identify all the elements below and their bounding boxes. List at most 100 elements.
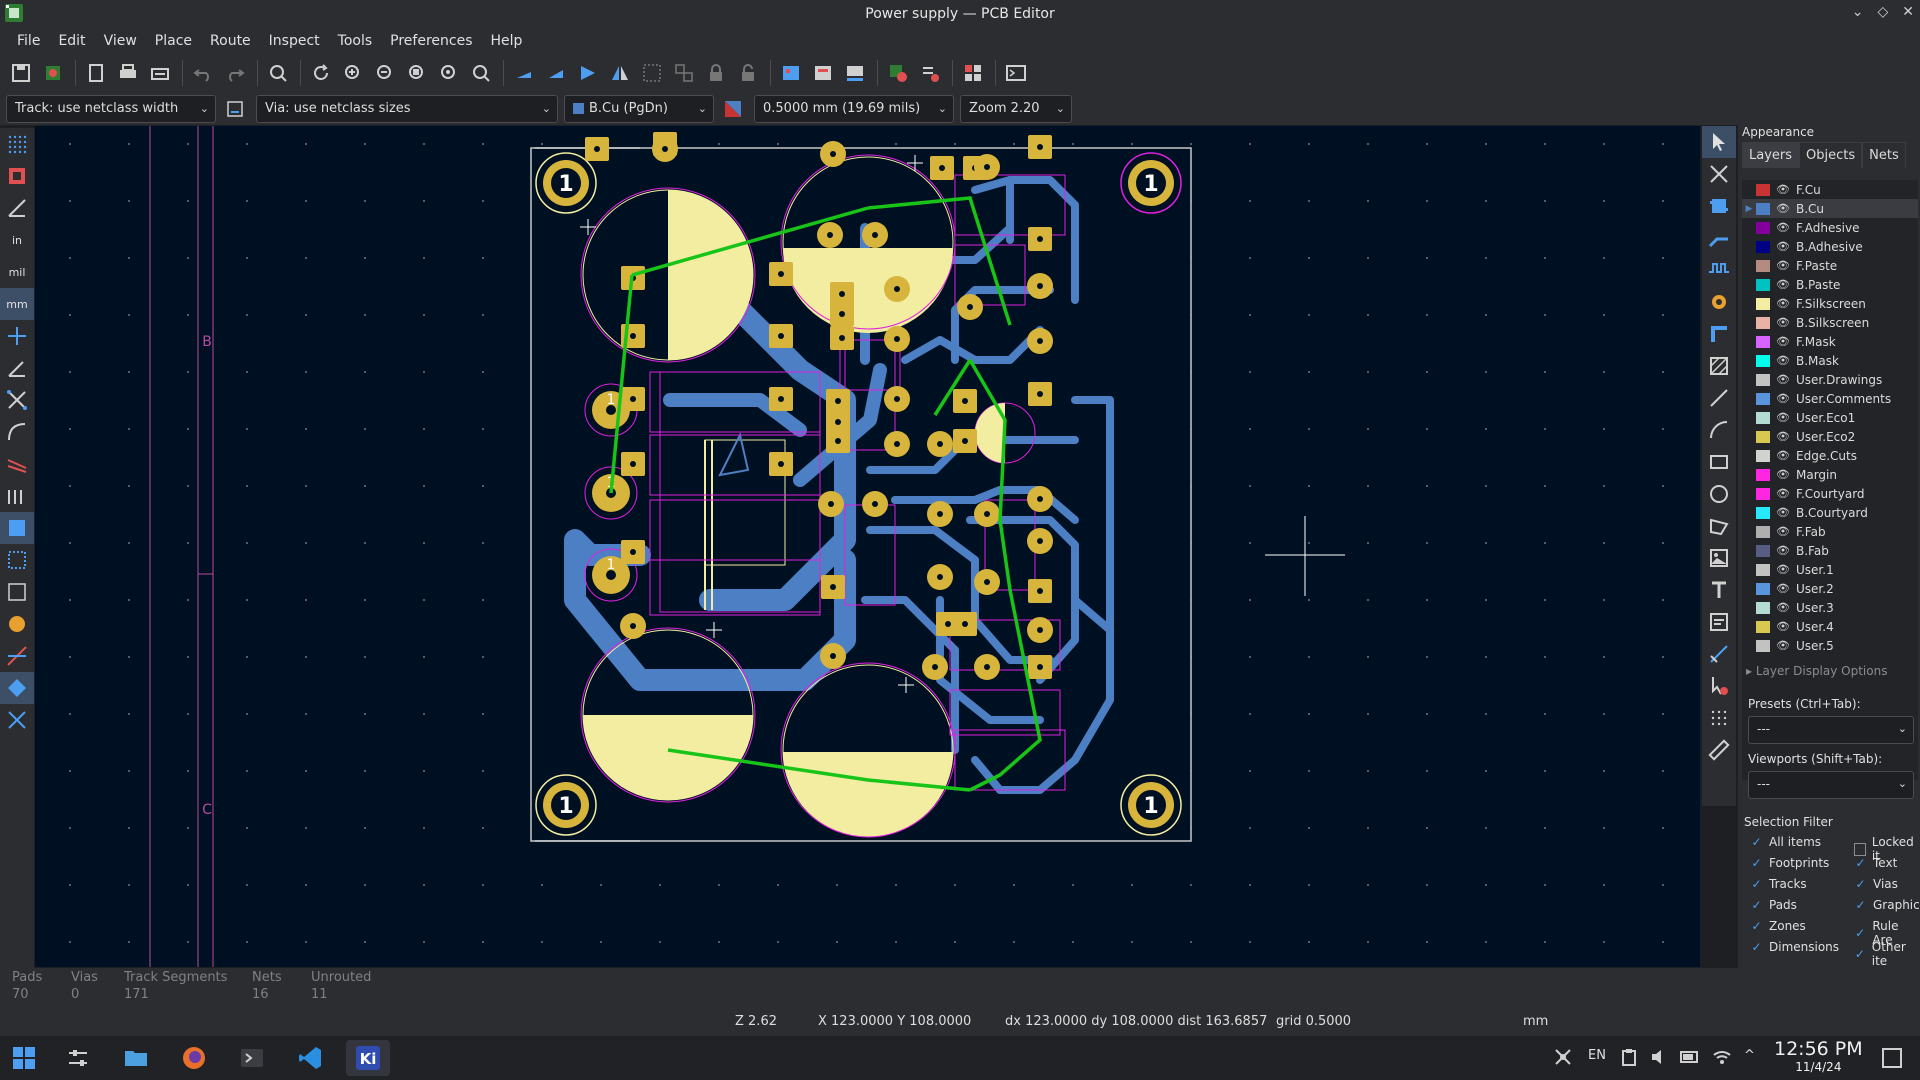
layer-row[interactable]: 👁User.Eco1 xyxy=(1742,408,1918,427)
visibility-eye-icon[interactable]: 👁 xyxy=(1776,335,1790,348)
add-dimension-button[interactable] xyxy=(1702,638,1736,670)
footprint-browser-button[interactable] xyxy=(808,58,838,88)
measure-tool-button[interactable] xyxy=(1702,734,1736,766)
selection-filter-item[interactable]: ✓Zones xyxy=(1751,918,1806,933)
selection-filter-item[interactable]: ✓Tracks xyxy=(1751,876,1807,891)
menu-help[interactable]: Help xyxy=(490,33,523,49)
undo-button[interactable] xyxy=(188,58,218,88)
layer-row[interactable]: 👁F.Fab xyxy=(1742,522,1918,541)
draw-arc-button[interactable] xyxy=(1702,414,1736,446)
selection-filter-item[interactable]: Locked it xyxy=(1854,835,1920,863)
layer-color-swatch[interactable] xyxy=(1756,411,1770,424)
layer-color-swatch[interactable] xyxy=(1756,354,1770,367)
layer-color-swatch[interactable] xyxy=(1756,316,1770,329)
footprint-editor-button[interactable] xyxy=(776,58,806,88)
show-desktop-icon[interactable] xyxy=(1880,1046,1904,1070)
layer-row[interactable]: 👁F.Mask xyxy=(1742,332,1918,351)
layer-row[interactable]: 👁User.Drawings xyxy=(1742,370,1918,389)
layer-color-swatch[interactable] xyxy=(1756,259,1770,272)
visibility-eye-icon[interactable]: 👁 xyxy=(1776,487,1790,500)
clipboard-icon[interactable] xyxy=(1620,1048,1638,1066)
board-setup-button[interactable] xyxy=(38,58,68,88)
find-button[interactable] xyxy=(263,58,293,88)
layer-row[interactable]: 👁Edge.Cuts xyxy=(1742,446,1918,465)
units-inch-button[interactable]: in xyxy=(0,224,34,256)
visibility-eye-icon[interactable]: 👁 xyxy=(1776,582,1790,595)
grid-origin-button[interactable] xyxy=(0,160,34,192)
add-image-button[interactable] xyxy=(1702,542,1736,574)
toggle-grid-button[interactable] xyxy=(0,128,34,160)
visibility-eye-icon[interactable]: 👁 xyxy=(1776,297,1790,310)
visibility-eye-icon[interactable]: 👁 xyxy=(1776,183,1790,196)
start-menu-button[interactable] xyxy=(2,1040,46,1076)
add-footprint-button[interactable] xyxy=(1702,190,1736,222)
tune-length-button[interactable] xyxy=(1702,254,1736,286)
draw-line-button[interactable] xyxy=(1702,382,1736,414)
clock[interactable]: 12:56 PM 11/4/24 xyxy=(1774,1038,1863,1074)
zoom-objects-button[interactable] xyxy=(434,58,464,88)
zoom-fit-button[interactable] xyxy=(402,58,432,88)
board-statistics-button[interactable] xyxy=(915,58,945,88)
visibility-eye-icon[interactable]: 👁 xyxy=(1776,221,1790,234)
tab-layers[interactable]: Layers xyxy=(1742,142,1800,168)
layer-color-swatch[interactable] xyxy=(1756,373,1770,386)
layer-color-swatch[interactable] xyxy=(1756,297,1770,310)
layer-color-swatch[interactable] xyxy=(1756,335,1770,348)
mirror-horizontal-button[interactable] xyxy=(573,58,603,88)
task-vscode-button[interactable] xyxy=(288,1040,332,1076)
layer-row[interactable]: 👁F.Courtyard xyxy=(1742,484,1918,503)
selection-filter-item[interactable]: ✓Pads xyxy=(1751,897,1797,912)
layer-color-swatch[interactable] xyxy=(1756,639,1770,652)
layer-color-swatch[interactable] xyxy=(1756,506,1770,519)
maximize-icon[interactable]: ◇ xyxy=(1877,4,1889,20)
zoom-out-button[interactable] xyxy=(370,58,400,88)
task-settings-button[interactable] xyxy=(56,1040,100,1076)
selection-filter-item[interactable]: ✓Dimensions xyxy=(1751,939,1840,954)
layer-row[interactable]: 👁F.Adhesive xyxy=(1742,218,1918,237)
wifi-icon[interactable] xyxy=(1712,1048,1732,1066)
grid-select[interactable]: 0.5000 mm (19.69 mils)⌄ xyxy=(754,94,954,123)
network-share-icon[interactable] xyxy=(1554,1048,1572,1066)
visibility-eye-icon[interactable]: 👁 xyxy=(1776,316,1790,329)
via-outline-button[interactable] xyxy=(0,608,34,640)
layer-display-options-toggle[interactable]: ▸ Layer Display Options xyxy=(1746,664,1888,678)
zoom-selection-button[interactable] xyxy=(466,58,496,88)
zone-outline-button[interactable] xyxy=(0,544,34,576)
draw-circle-button[interactable] xyxy=(1702,478,1736,510)
visibility-eye-icon[interactable]: 👁 xyxy=(1776,563,1790,576)
curved-ratsnest-button[interactable] xyxy=(0,416,34,448)
page-settings-button[interactable] xyxy=(81,58,111,88)
visibility-eye-icon[interactable]: 👁 xyxy=(1776,278,1790,291)
layer-color-swatch[interactable] xyxy=(1756,278,1770,291)
unlock-button[interactable] xyxy=(733,58,763,88)
plot-button[interactable] xyxy=(145,58,175,88)
units-mm-button[interactable]: mm xyxy=(0,288,34,320)
visibility-eye-icon[interactable]: 👁 xyxy=(1776,202,1790,215)
layer-color-swatch[interactable] xyxy=(1756,221,1770,234)
layer-row[interactable]: 👁B.Courtyard xyxy=(1742,503,1918,522)
route-track-button[interactable] xyxy=(1702,222,1736,254)
scripting-button[interactable] xyxy=(958,58,988,88)
track-outline-button[interactable] xyxy=(0,480,34,512)
selection-filter-item[interactable]: ✓Graphics xyxy=(1855,897,1920,912)
task-file-manager-button[interactable] xyxy=(114,1040,158,1076)
layer-color-swatch[interactable] xyxy=(1756,525,1770,538)
visibility-eye-icon[interactable]: 👁 xyxy=(1776,373,1790,386)
delete-tool-button[interactable] xyxy=(1702,670,1736,702)
layer-color-swatch[interactable] xyxy=(1756,183,1770,196)
redo-button[interactable] xyxy=(220,58,250,88)
selection-filter-item[interactable]: ✓Footprints xyxy=(1751,855,1830,870)
selection-filter-item[interactable]: ✓All items xyxy=(1751,834,1822,849)
visibility-eye-icon[interactable]: 👁 xyxy=(1776,392,1790,405)
auto-track-width-button[interactable] xyxy=(222,94,248,124)
visibility-eye-icon[interactable]: 👁 xyxy=(1776,468,1790,481)
add-text-button[interactable] xyxy=(1702,574,1736,606)
rule-area-button[interactable] xyxy=(1702,350,1736,382)
menu-view[interactable]: View xyxy=(103,33,137,49)
menu-route[interactable]: Route xyxy=(210,33,251,49)
layer-select[interactable]: B.Cu (PgDn)⌄ xyxy=(564,94,714,123)
visibility-eye-icon[interactable]: 👁 xyxy=(1776,354,1790,367)
via-size-select[interactable]: Via: use netclass sizes⌄ xyxy=(256,94,558,123)
ungroup-button[interactable] xyxy=(669,58,699,88)
polar-coords-button[interactable] xyxy=(0,192,34,224)
